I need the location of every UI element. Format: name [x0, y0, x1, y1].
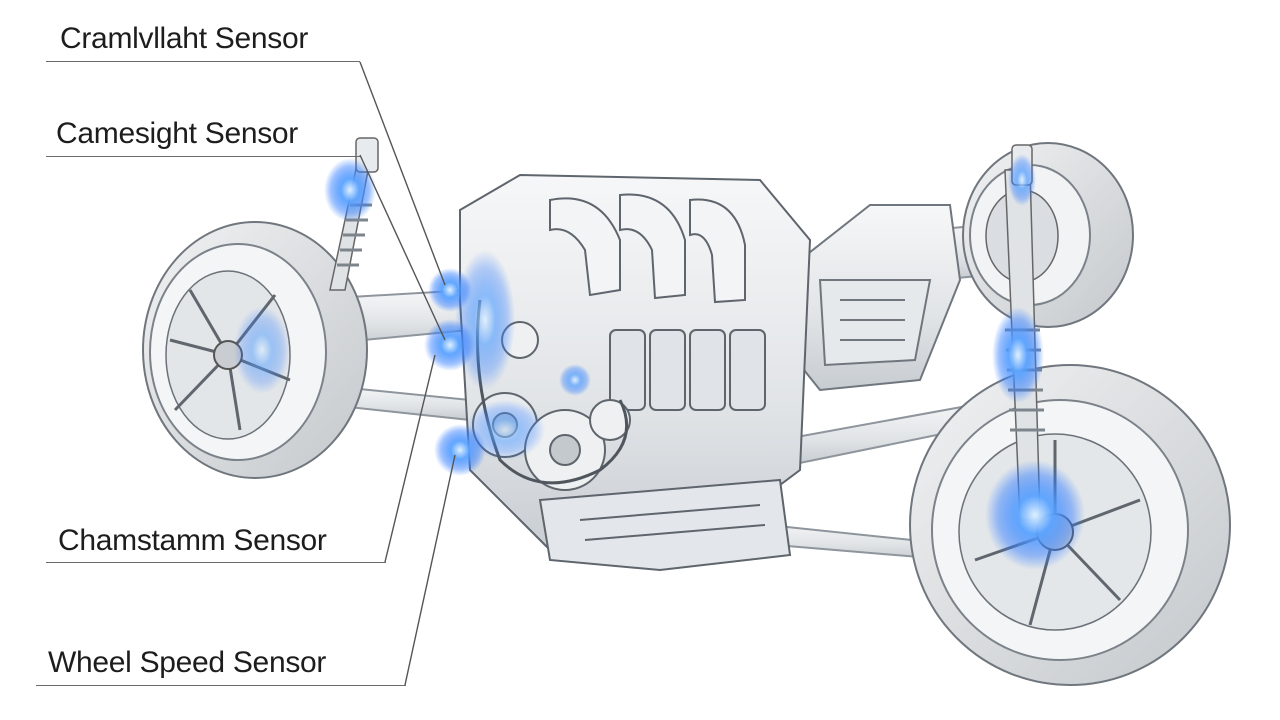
sensor-glow-group	[324, 154, 1085, 570]
camshaft-label-underline	[46, 156, 360, 157]
camshaft-sensor-label: Camesight Sensor	[56, 117, 298, 150]
engine-front-glow	[455, 250, 515, 390]
rear-shock-glow-mid	[992, 307, 1044, 403]
rear-shock-glow-top	[1008, 154, 1036, 206]
chamstamm-leader-line	[384, 354, 436, 563]
front-left-wheel-icon	[142, 221, 368, 479]
camshaft-leader-line	[359, 154, 446, 341]
crankshaft-label-underline	[46, 61, 360, 62]
crankshaft-leader-line	[359, 61, 446, 286]
rear-top-wheel-icon	[962, 142, 1134, 328]
wheel-speed-label-underline	[36, 685, 406, 686]
engine-side-glow	[559, 364, 591, 396]
wheel-speed-sensor-label: Wheel Speed Sensor	[48, 646, 327, 679]
leader-lines	[359, 61, 456, 686]
chamstamm-sensor-label: Chamstamm Sensor	[58, 524, 327, 557]
engine-block-icon	[459, 173, 812, 572]
wheel-speed-sensor-glow	[985, 460, 1085, 570]
transmission-housing-icon	[778, 204, 962, 392]
engine-lower-glow	[465, 400, 545, 460]
camshaft-sensor-glow	[324, 158, 376, 222]
chamstamm-label-underline	[46, 562, 386, 563]
crankshaft-sensor-label: Cramlvllaht Sensor	[60, 22, 309, 55]
wheel-speed-leader-line	[404, 454, 456, 686]
